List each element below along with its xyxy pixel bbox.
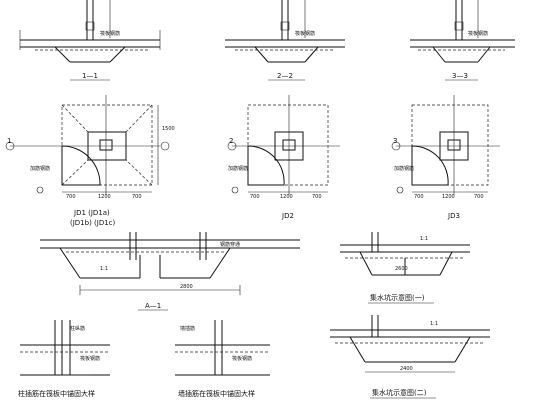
svg-text:钢筋穿通: 钢筋穿通 [220,241,240,248]
svg-text:2400: 2400 [400,366,413,372]
axis-label-2: 2 [229,137,233,145]
svg-text:柱纵筋: 柱纵筋 [70,325,85,332]
plan-jd3: 3 700 1200 700 加筋钢筋 JD3 [391,95,500,220]
svg-text:700: 700 [250,194,260,200]
svg-text:2800: 2800 [180,284,193,290]
sump-title-2: 集水坑示意图(二) [372,388,427,397]
svg-text:700: 700 [474,194,484,200]
rebar-tag [85,21,95,31]
svg-text:1200: 1200 [280,194,293,200]
sump-detail-1: 2600 1:1 集水坑示意图(一) [340,232,470,304]
svg-text:加筋钢筋: 加筋钢筋 [228,165,248,172]
plan-jd2: 2 700 1200 700 加筋钢筋 JD2 [227,95,340,220]
detail-column-anchor: 柱纵筋 筏板钢筋 柱插筋在筏板中锚固大样 [18,320,110,398]
svg-text:1:1: 1:1 [430,321,438,327]
section-label-1-1: 1—1 [82,72,98,80]
detail-wall-anchor: 墙插筋 筏板钢筋 墙插筋在筏板中锚固大样 [175,320,270,398]
section-a-1: 2800 1:1 钢筋穿通 A—1 [40,232,300,311]
svg-text:1:1: 1:1 [100,266,108,272]
detail-title-column: 柱插筋在筏板中锚固大样 [18,389,95,398]
svg-text:加筋钢筋: 加筋钢筋 [30,165,50,172]
rebar-mesh [411,145,449,186]
section-label-a-1: A—1 [145,302,161,310]
rebar-tag [454,21,464,31]
svg-text:1200: 1200 [442,194,455,200]
section-label-3-3: 3—3 [452,72,468,80]
rebar-mesh [61,145,101,186]
svg-text:700: 700 [132,194,142,200]
axis-label-3: 3 [393,137,397,145]
svg-text:700: 700 [66,194,76,200]
axis-label-1: 1 [7,137,11,145]
svg-text:1200: 1200 [98,194,111,200]
svg-text:2600: 2600 [395,266,408,272]
svg-text:1500: 1500 [162,126,175,132]
plan-title-jd1-a: JD1 (JD1a) [73,209,110,217]
detail-title-wall: 墙插筋在筏板中锚固大样 [178,389,255,398]
svg-text:墙插筋: 墙插筋 [180,325,195,332]
section-detail-2: 筏板钢筋 2—2 [225,0,345,81]
rebar-tag [280,21,290,31]
svg-text:筏板钢筋: 筏板钢筋 [100,30,120,37]
svg-text:筏板钢筋: 筏板钢筋 [468,30,488,37]
plan-title-jd1-b: (JD1b) (JD1c) [70,219,116,227]
svg-text:1:1: 1:1 [420,236,428,242]
svg-text:筏板钢筋: 筏板钢筋 [80,355,100,362]
sump-detail-2: 2400 1:1 集水坑示意图(二) [330,315,490,399]
svg-text:筏板钢筋: 筏板钢筋 [295,30,315,37]
plan-title-jd3: JD3 [447,212,460,220]
svg-text:筏板钢筋: 筏板钢筋 [232,355,252,362]
svg-text:700: 700 [414,194,424,200]
svg-text:加筋钢筋: 加筋钢筋 [394,165,414,172]
section-detail-1: 筏板钢筋 1—1 [19,0,161,81]
plan-jd1: 1 700 1200 700 1500 加筋钢筋 JD1 (JD1a) (JD1… [5,95,175,227]
plan-title-jd2: JD2 [281,212,294,220]
rebar-mesh [247,145,285,186]
sump-title-1: 集水坑示意图(一) [370,293,425,302]
section-label-2-2: 2—2 [277,72,293,80]
svg-text:700: 700 [312,194,322,200]
section-detail-3: 筏板钢筋 3—3 [410,0,515,81]
